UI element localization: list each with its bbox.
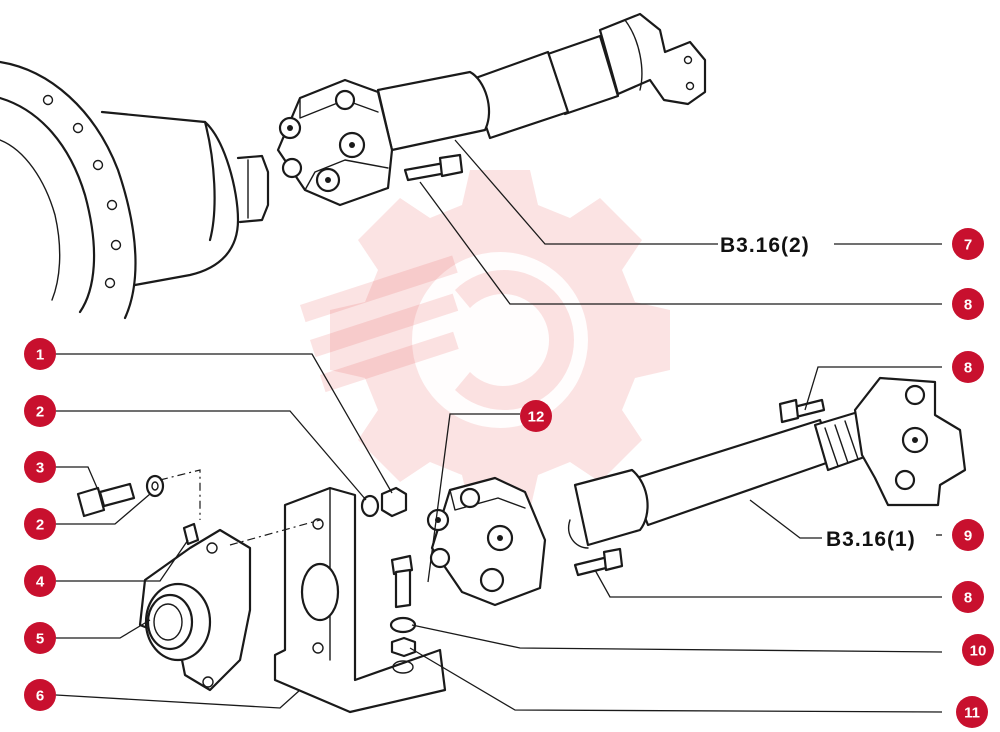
callout-number: 2: [36, 404, 44, 421]
callout-badge-circle: [24, 508, 56, 540]
axle-housing: [0, 60, 270, 320]
callout-c2a: 2: [24, 395, 56, 427]
callout-number: 11: [964, 705, 980, 722]
callout-number: 7: [964, 237, 972, 254]
callout-number: 1: [36, 347, 44, 364]
front-cardan-shaft: [426, 376, 967, 607]
callout-badge-circle: [24, 338, 56, 370]
callout-number: 2: [36, 517, 44, 534]
callout-c4: 4: [24, 565, 56, 597]
callout-number: 9: [964, 528, 972, 545]
callout-c11: 11: [956, 696, 988, 728]
callout-c6: 6: [24, 679, 56, 711]
rear-cardan-shaft: [276, 12, 707, 207]
callout-number: 12: [528, 409, 545, 426]
callout-number: 8: [964, 360, 972, 377]
centre-bearing-assembly: [76, 469, 447, 714]
callout-badge-circle: [24, 622, 56, 654]
callout-badge-circle: [952, 519, 984, 551]
callout-c5: 5: [24, 622, 56, 654]
callout-badge-circle: [952, 581, 984, 613]
callout-c3: 3: [24, 451, 56, 483]
rear-shaft-reference: B3.16(2): [720, 234, 810, 257]
callout-number: 3: [36, 460, 44, 477]
callout-badge-circle: [24, 565, 56, 597]
callout-badge-circle: [952, 228, 984, 260]
callout-number: 5: [36, 631, 44, 648]
callout-c12: 12: [520, 400, 552, 432]
callout-c8b: 8: [952, 351, 984, 383]
callout-c8c: 8: [952, 581, 984, 613]
callout-badge-circle: [24, 395, 56, 427]
callout-badge-circle: [952, 288, 984, 320]
callout-number: 10: [970, 643, 987, 660]
callout-badge-circle: [962, 634, 994, 666]
gear-watermark-icon: [300, 170, 670, 510]
callout-number: 8: [964, 297, 972, 314]
callout-c2b: 2: [24, 508, 56, 540]
callout-c1: 1: [24, 338, 56, 370]
callout-c8a: 8: [952, 288, 984, 320]
callout-badge-circle: [520, 400, 552, 432]
callout-number: 4: [36, 574, 45, 591]
callout-badge-circle: [956, 696, 988, 728]
callout-c7: 7: [952, 228, 984, 260]
callout-number: 6: [36, 688, 44, 705]
callout-number: 8: [964, 590, 972, 607]
callout-badge-circle: [24, 451, 56, 483]
callout-c10: 10: [962, 634, 994, 666]
leader-lines: [55, 139, 943, 713]
callout-badge-circle: [952, 351, 984, 383]
front-shaft-reference: B3.16(1): [826, 528, 916, 551]
callout-c9: 9: [952, 519, 984, 551]
callout-badge-circle: [24, 679, 56, 711]
